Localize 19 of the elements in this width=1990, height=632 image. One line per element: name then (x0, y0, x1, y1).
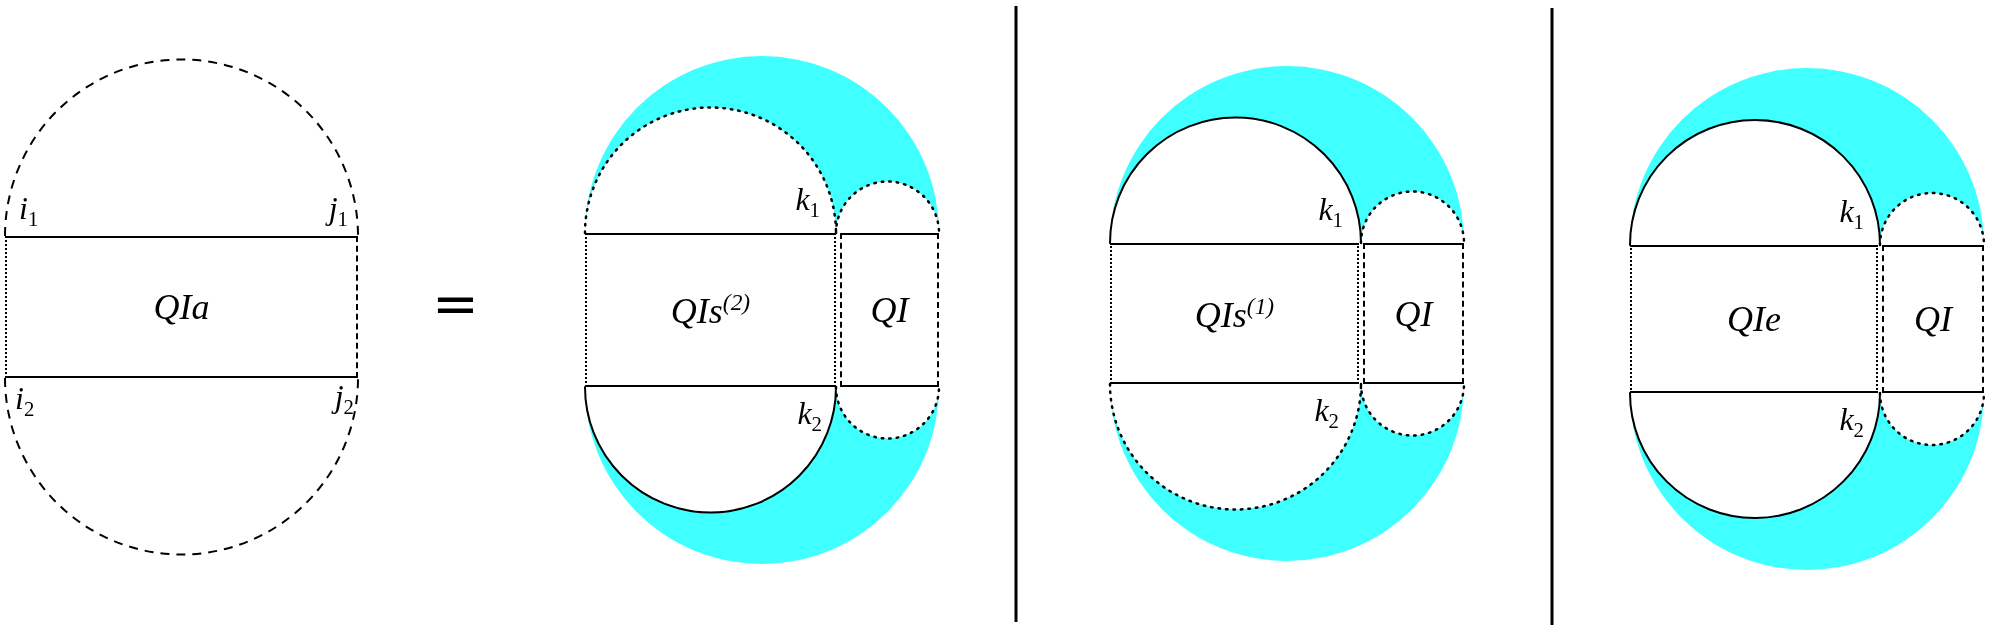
index-label: k$_{1}$ (795, 183, 820, 222)
index-label: k$_{1}$ (1839, 195, 1864, 234)
region-label: QIs$^{(2)}$ (670, 291, 751, 329)
region-label: QIa (153, 289, 210, 325)
index-label: i$_{2}$ (15, 381, 35, 420)
index-label: k$_{1}$ (1318, 193, 1343, 232)
region-label: QI (1394, 295, 1433, 332)
region-label: QI (870, 292, 909, 328)
index-label: k$_{2}$ (1839, 402, 1864, 441)
region-label: QI (1914, 301, 1952, 337)
equals-sign: = (432, 276, 479, 332)
index-label: i$_{1}$ (19, 192, 39, 231)
diagram-region (1363, 243, 1464, 384)
diagram-region (840, 233, 939, 387)
index-label: k$_{2}$ (1314, 393, 1339, 432)
region-label: QIe (1727, 301, 1781, 337)
index-label: k$_{2}$ (797, 396, 822, 435)
diagram-region (1882, 245, 1984, 393)
region-label: QIs$^{(1)}$ (1194, 294, 1275, 333)
